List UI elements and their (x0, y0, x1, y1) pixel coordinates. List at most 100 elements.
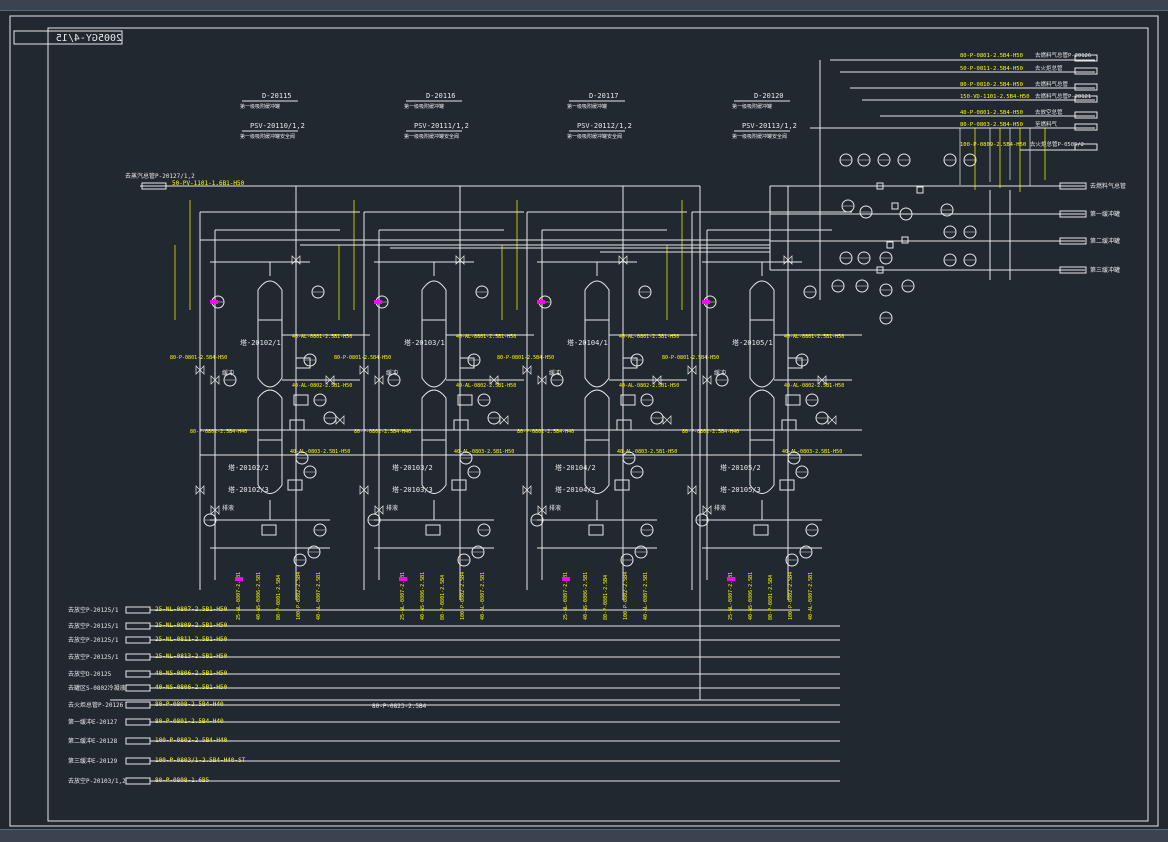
instrument-box (293, 394, 309, 406)
valve-symbol (455, 255, 465, 265)
right-outlet-arrow (1059, 210, 1087, 218)
instrument-box (457, 394, 473, 406)
right-header-line-no: 40-P-0801-2.5B4-H50 (960, 110, 1023, 116)
right-header-line-no: 100-P-0809-2.5B4-H50 (960, 142, 1026, 148)
control-valve-body (876, 266, 884, 274)
instrument-box (614, 479, 630, 491)
line-number: 40-AL-0803-2.5B1-H50 (782, 449, 842, 455)
instrument-box (785, 394, 801, 406)
highlight-marker (562, 577, 570, 581)
left-header-label: 去火炬总管P-20126 (68, 701, 124, 709)
vertical-line-number: 100-P-0802-2.5B4 (788, 572, 794, 620)
control-valve-body (916, 186, 924, 194)
valve-symbol (522, 485, 532, 495)
line-number: 40-AL-0801-2.5B1-H50 (456, 334, 516, 340)
left-header-label: 去放空P-20103/1,2 (68, 777, 126, 785)
vertical-line-number: 40-AL-0807-2.5B1 (643, 572, 649, 620)
drawing-number-box (13, 30, 123, 45)
right-header-label: 去放空总管 (1035, 108, 1063, 116)
valve-symbol (827, 415, 837, 425)
unit-note-1: 缓冲 (386, 369, 398, 377)
left-header-arrow (125, 684, 151, 692)
right-header-line-no: 150-VD-1101-2.5B4-H50 (960, 94, 1030, 100)
valve-symbol (537, 375, 547, 385)
right-outlet-arrow (1059, 237, 1087, 245)
drum-desc: 第一级吸附缓冲罐 (404, 103, 444, 110)
right-header-label: 至燃料气 (1035, 120, 1058, 128)
adsorber-upper (257, 280, 283, 388)
line-number: 40-AL-0803-2.5B1-H50 (454, 449, 514, 455)
psv-tag: PSV-20111/1,2 (414, 122, 469, 130)
vertical-line-number: 40-NS-0806-2.5B1 (256, 572, 262, 620)
valve-symbol (489, 375, 499, 385)
vertical-line-number: 40-NS-0806-2.5B1 (583, 572, 589, 620)
control-valve-body (876, 182, 884, 190)
left-header-arrow (125, 777, 151, 785)
tower-tag-upper: 塔-20102/1 (240, 338, 281, 347)
valve-symbol (522, 365, 532, 375)
highlight-marker (537, 300, 545, 304)
unit-note-2: 排液 (549, 504, 561, 512)
left-header-label: 第三缓冲E-20129 (68, 757, 118, 765)
valve-symbol (817, 375, 827, 385)
valve-symbol (359, 485, 369, 495)
psv-desc: 第一级吸附缓冲罐安全阀 (240, 133, 295, 140)
left-header-arrow (125, 670, 151, 678)
right-header-label: 去火炬总管 (1035, 64, 1063, 72)
right-header-arrow (1074, 143, 1098, 151)
valve-symbol (195, 485, 205, 495)
valve-symbol (687, 365, 697, 375)
psv-desc: 第一级吸附缓冲罐安全阀 (732, 133, 787, 140)
left-header-arrow (125, 718, 151, 726)
psv-tag: PSV-20112/1,2 (577, 122, 632, 130)
valve-symbol (702, 375, 712, 385)
valve-symbol (195, 365, 205, 375)
instrument-box (588, 524, 604, 536)
left-header-arrow (125, 606, 151, 614)
vertical-line-number: 100-P-0802-2.5B4 (460, 572, 466, 620)
instrument-box (622, 357, 638, 369)
left-header-arrow (125, 757, 151, 765)
cad-top-toolbar (0, 0, 1168, 11)
line-number: 40-AL-0803-2.5B1-H50 (617, 449, 677, 455)
drum-desc: 第一级吸附缓冲罐 (732, 103, 772, 110)
line-number: 40-AL-0802-2.5B1-H50 (784, 383, 844, 389)
tower-tag-lower: 塔-20102/2 (228, 463, 269, 472)
process-unit: D-20120 第一级吸附缓冲罐 PSV-20113/1,2 第一级吸附缓冲罐安全阀塔… (662, 92, 862, 620)
line-number: 40-AL-0802-2.5B1-H50 (619, 383, 679, 389)
valve-symbol (662, 415, 672, 425)
valve-symbol (291, 255, 301, 265)
drum-tag: D-20120 (754, 92, 784, 100)
left-header-arrow (125, 653, 151, 661)
left-header-label: 去放空P-20125/1 (68, 636, 119, 644)
valve-symbol (537, 505, 547, 515)
adsorber-lower (584, 389, 610, 494)
line-number: 40-AL-0801-2.5B1-H50 (784, 334, 844, 340)
drawing-canvas[interactable]: 2005GY-4/15 去蒸汽总管P-20127/1,2 50-PV-1101-… (0, 10, 1168, 829)
left-header-label: 第二缓冲E-20128 (68, 737, 118, 745)
tower-tag-base: 塔-20105/3 (720, 485, 761, 494)
psv-desc: 第一级吸附缓冲罐安全阀 (404, 133, 459, 140)
control-valve-body (901, 236, 909, 244)
tower-tag-base: 塔-20103/3 (392, 485, 433, 494)
right-header-line-no: 50-P-0811-2.5B4-H50 (960, 66, 1023, 72)
unit-note-1: 缓冲 (714, 369, 726, 377)
highlight-marker (374, 300, 382, 304)
drum-desc: 第一级吸附缓冲罐 (240, 103, 280, 110)
right-header-arrow (1074, 123, 1098, 131)
line-number: 40-AL-0803-2.5B1-H50 (290, 449, 350, 455)
process-unit: D-20117第一级吸附缓冲罐PSV-20112/1,2第一级吸附缓冲罐安全阀塔… (497, 92, 697, 620)
vertical-line-number: 80-P-0801-2.5B4 (440, 575, 446, 620)
vertical-line-number: 25-NL-0807-2.5B1 (563, 572, 569, 620)
unit-note-1: 缓冲 (549, 369, 561, 377)
line-number: 80-P-0802-2.5B4-H40 (190, 429, 247, 435)
right-header-label: 去燃料气总管P-20121 (1035, 92, 1091, 100)
adsorber-upper (421, 280, 447, 388)
psv-tag: PSV-20113/1,2 (742, 122, 797, 130)
right-header-arrow (1074, 95, 1098, 103)
left-header-label: 去放空P-20125/1 (68, 653, 119, 661)
tower-tag-upper: 塔-20104/1 (567, 338, 608, 347)
instrument-box (425, 524, 441, 536)
valve-symbol (687, 485, 697, 495)
process-unit: D-20115第一级吸附缓冲罐PSV-20110/1,2第一级吸附缓冲罐安全阀塔… (170, 92, 370, 620)
